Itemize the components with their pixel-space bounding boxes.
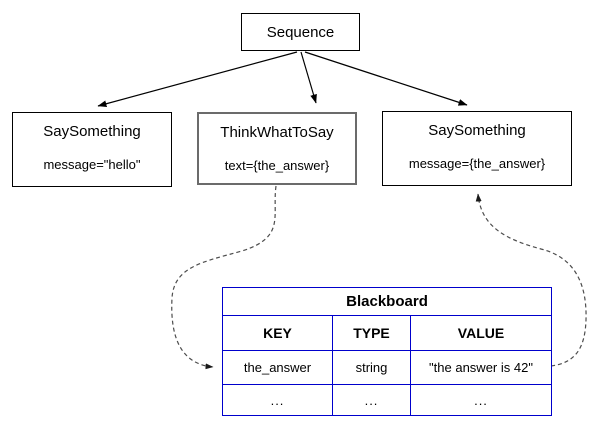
node-title: Sequence xyxy=(266,23,335,41)
cell-value: "the answer is 42" xyxy=(409,350,553,385)
node-title: ThinkWhatToSay xyxy=(220,124,334,141)
cell-type: string xyxy=(332,350,411,385)
column-header-type: TYPE xyxy=(332,315,411,351)
node-title: SaySomething xyxy=(43,123,141,140)
edge-sequence-to-saysomething1 xyxy=(97,51,298,108)
node-title: SaySomething xyxy=(428,122,526,139)
table-row: the_answer string "the answer is 42" xyxy=(222,350,553,385)
cell-key: the_answer xyxy=(222,350,333,385)
cell-key: ... xyxy=(222,384,333,416)
column-header-value: VALUE xyxy=(409,315,553,351)
table-row: ... ... ... xyxy=(222,384,553,416)
column-header-key: KEY xyxy=(222,315,333,351)
blackboard-table: Blackboard KEY TYPE VALUE the_answer str… xyxy=(221,287,553,416)
node-attribute: text={the_answer} xyxy=(224,158,330,173)
node-attribute: message={the_answer} xyxy=(408,156,546,171)
cell-value: ... xyxy=(409,384,553,416)
node-attribute: message="hello" xyxy=(43,157,141,172)
dashed-edge-blackboard-to-saysomething2 xyxy=(475,193,587,367)
edge-sequence-to-thinkwhattosay xyxy=(300,51,317,104)
edge-sequence-to-saysomething2 xyxy=(304,51,468,106)
node-sequence: Sequence xyxy=(241,13,360,51)
node-saysomething-2: SaySomething message={the_answer} xyxy=(382,111,572,186)
dashed-edge-think-to-blackboard xyxy=(171,185,277,370)
cell-type: ... xyxy=(332,384,411,416)
blackboard-title: Blackboard xyxy=(221,287,553,316)
node-thinkwhattosay: ThinkWhatToSay text={the_answer} xyxy=(197,112,357,185)
node-saysomething-1: SaySomething message="hello" xyxy=(12,112,172,187)
